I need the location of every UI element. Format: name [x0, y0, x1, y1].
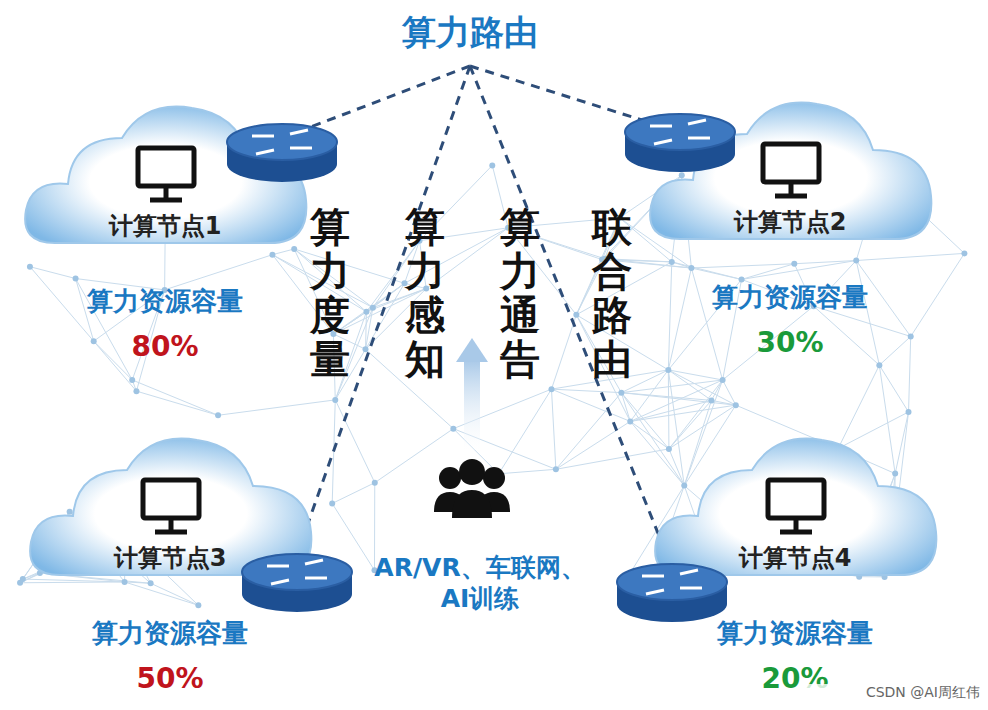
watermark: CSDN @AI周红伟 — [800, 684, 980, 702]
compute-node-cloud: 计算节点1 算力资源容量 80% — [20, 98, 310, 378]
capacity-value: 80% — [20, 330, 310, 363]
capacity-label: 算力资源容量 — [645, 280, 935, 315]
dashed-links — [282, 66, 680, 568]
application-label: AR/VR、车联网、AI训练 — [370, 552, 590, 615]
node-name: 计算节点2 — [645, 206, 935, 238]
capacity-label: 算力资源容量 — [650, 616, 940, 651]
capacity-label: 算力资源容量 — [20, 284, 310, 319]
capacity-value: 50% — [25, 662, 315, 695]
users-icon — [434, 459, 510, 518]
compute-node-cloud: 计算节点2 算力资源容量 30% — [645, 94, 935, 374]
compute-node-cloud: 计算节点3 算力资源容量 50% — [25, 430, 315, 710]
compute-node-cloud: 计算节点4算力资源容量20% — [650, 430, 940, 710]
upload-arrow — [456, 338, 488, 450]
diagram-title: 算力路由 — [0, 10, 940, 56]
network-mesh — [17, 148, 967, 609]
monitor-icon — [143, 480, 199, 532]
monitor-icon — [768, 480, 824, 532]
capacity-value: 30% — [645, 326, 935, 359]
router-icon — [625, 114, 735, 172]
router-icon — [617, 564, 727, 622]
router-icon — [227, 124, 337, 182]
vertical-label: 联合路由 — [592, 205, 632, 381]
monitor-icon — [763, 144, 819, 196]
vertical-label: 算力通告 — [500, 205, 540, 381]
node-name: 计算节点4 — [650, 542, 940, 574]
vertical-label: 算力度量 — [310, 205, 350, 381]
vertical-label: 算力感知 — [405, 205, 445, 381]
node-name: 计算节点1 — [20, 210, 310, 242]
node-name: 计算节点3 — [25, 542, 315, 574]
capacity-label: 算力资源容量 — [25, 616, 315, 651]
monitor-icon — [138, 148, 194, 200]
router-icon — [242, 554, 352, 612]
